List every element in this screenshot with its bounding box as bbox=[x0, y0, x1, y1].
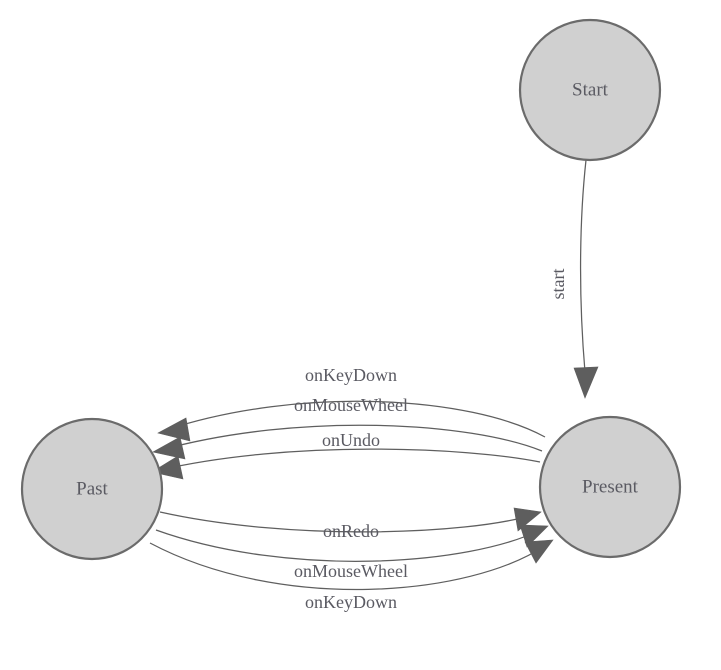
node-past[interactable]: Past bbox=[20, 417, 164, 561]
edge-path-past-to-present-onkeydown bbox=[149, 542, 547, 591]
edges-layer: start onKeyDown onMouseWheel onUndo bbox=[149, 159, 599, 612]
nodes-layer: Start Past Present bbox=[20, 18, 682, 561]
arrowhead-past-to-present-onmousewheel bbox=[519, 524, 549, 548]
node-label-past: Past bbox=[76, 478, 108, 499]
edge-label-onmousewheel-top: onMouseWheel bbox=[294, 395, 408, 415]
edge-start-to-present[interactable]: start bbox=[548, 159, 599, 399]
edge-present-to-past-onkeydown[interactable]: onKeyDown bbox=[157, 365, 546, 442]
edge-label-onundo: onUndo bbox=[322, 430, 380, 450]
node-start[interactable]: Start bbox=[518, 18, 662, 162]
edge-past-to-present-onredo[interactable]: onRedo bbox=[159, 507, 542, 541]
node-shape-past bbox=[20, 417, 164, 561]
node-present[interactable]: Present bbox=[538, 415, 682, 559]
edge-label-onkeydown-bottom: onKeyDown bbox=[305, 592, 397, 612]
node-label-present: Present bbox=[582, 476, 639, 497]
arrowhead-past-to-present-onkeydown bbox=[524, 539, 554, 564]
edge-path-present-to-past-onmousewheel bbox=[160, 424, 543, 452]
arrowhead-start-to-present bbox=[573, 366, 599, 399]
edge-label-onmousewheel-bottom: onMouseWheel bbox=[294, 561, 408, 581]
edge-label-onredo: onRedo bbox=[323, 521, 379, 541]
edge-path-start-to-present bbox=[579, 159, 587, 373]
edge-label-onkeydown-top: onKeyDown bbox=[305, 365, 397, 385]
edge-path-past-to-present-onmousewheel bbox=[155, 529, 541, 562]
node-shape-start bbox=[518, 18, 662, 162]
edge-path-present-to-past-onundo bbox=[159, 448, 541, 471]
edge-past-to-present-onkeydown[interactable]: onKeyDown bbox=[149, 539, 554, 612]
arrowhead-present-to-past-onkeydown bbox=[157, 417, 191, 442]
edge-path-present-to-past-onkeydown bbox=[165, 400, 546, 438]
edge-past-to-present-onmousewheel[interactable]: onMouseWheel bbox=[155, 524, 549, 581]
edge-label-start: start bbox=[548, 269, 568, 300]
arrowhead-present-to-past-onmousewheel bbox=[152, 436, 186, 460]
edge-path-past-to-present-onredo bbox=[159, 511, 534, 533]
edge-present-to-past-onmousewheel[interactable]: onMouseWheel bbox=[152, 395, 543, 460]
edge-present-to-past-onundo[interactable]: onUndo bbox=[151, 430, 541, 480]
node-label-start: Start bbox=[572, 79, 609, 100]
node-shape-present bbox=[538, 415, 682, 559]
